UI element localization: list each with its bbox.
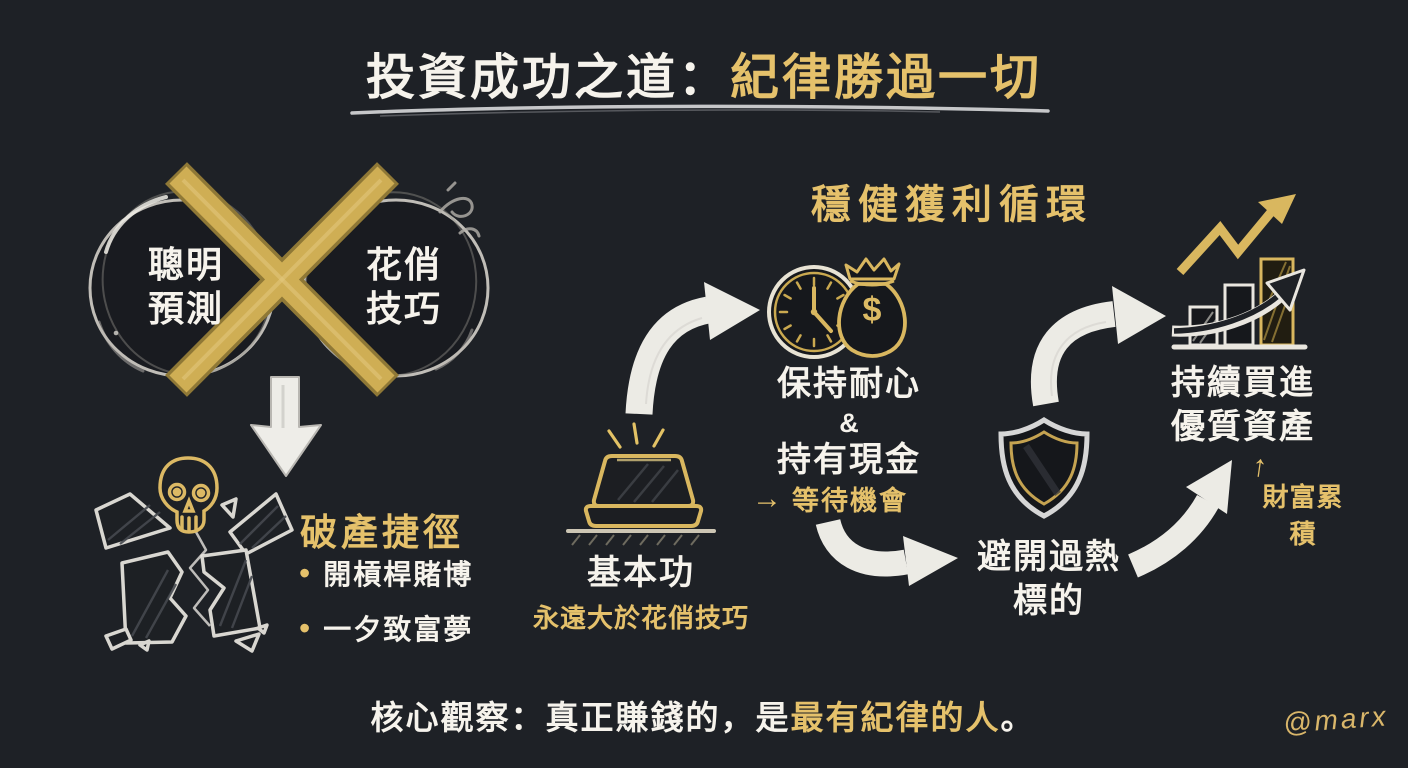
- clock-icon: [767, 265, 861, 359]
- basics-label: 基本功: [587, 554, 695, 592]
- wait-note-label: 等待機會: [792, 486, 908, 516]
- footer-highlight: 最有紀律的人: [790, 699, 1001, 736]
- bankruptcy-list: • 開槓桿賭博 • 一夕致富夢: [299, 553, 473, 663]
- bankruptcy-heading: 破產捷徑: [300, 512, 464, 553]
- money-bag-icon: [837, 257, 907, 358]
- growth-chart-icon: [1171, 194, 1308, 350]
- shield-icon: [998, 417, 1090, 519]
- wealth-note: 財富累積: [1262, 482, 1344, 549]
- title-prefix: 投資成功之道：: [365, 51, 730, 105]
- footer-prefix: 核心觀察：真正賺錢的，是: [370, 699, 791, 736]
- bullet-dot-icon: •: [299, 555, 311, 591]
- avoid-line1: 避開過熱: [977, 538, 1121, 576]
- curved-arrow-avoid-to-assets: [1127, 460, 1232, 578]
- buy-line2: 優質資產: [1171, 407, 1315, 446]
- node-avoid: 避開過熱 標的: [977, 536, 1121, 623]
- right-arrow-icon: →: [752, 481, 782, 515]
- buy-line1: 持續買進: [1171, 364, 1315, 402]
- list-item: • 一夕致富夢: [299, 608, 473, 648]
- footer-suffix: 。: [1000, 699, 1036, 736]
- page-title: 投資成功之道：紀律勝過一切: [0, 38, 1408, 109]
- sparkle-icon: [607, 422, 665, 449]
- curved-arrow-patience-to-avoid: [815, 518, 958, 586]
- list-item: • 開槓桿賭博: [299, 553, 473, 593]
- broken-box-icon: [94, 492, 294, 653]
- ampersand: &: [839, 407, 859, 438]
- avoid-line2: 標的: [1013, 581, 1085, 620]
- patience-line2: 持有現金: [777, 440, 921, 479]
- x-mark-icon: [165, 162, 399, 397]
- footer-observation: 核心觀察：真正賺錢的，是最有紀律的人。: [371, 691, 1036, 739]
- smoke-swirl-decoration: [438, 181, 481, 238]
- curved-arrow-basics-to-patience: [625, 282, 760, 415]
- basics-note: 永遠大於花俏技巧: [532, 603, 750, 633]
- curved-arrow-avoid-to-buy: [1030, 286, 1166, 407]
- title-underline: [350, 104, 1050, 117]
- gold-ingot-icon: [566, 422, 716, 546]
- wait-opportunity-note: → 等待機會: [752, 479, 908, 518]
- title-highlight: 紀律勝過一切: [730, 51, 1043, 105]
- node-buy: 持續買進 優質資產: [1171, 362, 1315, 449]
- skull-icon: [158, 456, 219, 534]
- bubble-right-label: 花俏 技巧: [365, 244, 443, 329]
- bullet-dot-icon: •: [299, 610, 311, 646]
- bullet-label: 開槓桿賭博: [323, 559, 474, 590]
- cycle-heading: 穩健獲利循環: [811, 183, 1093, 227]
- bubble-left-label: 聰明 預測: [147, 244, 225, 329]
- dollar-sign-icon: $: [862, 291, 882, 329]
- bullet-label: 一夕致富夢: [323, 614, 474, 645]
- down-arrow-icon: [250, 376, 322, 477]
- patience-line1: 保持耐心: [777, 365, 921, 403]
- node-patience: 保持耐心 & 持有現金: [777, 363, 921, 482]
